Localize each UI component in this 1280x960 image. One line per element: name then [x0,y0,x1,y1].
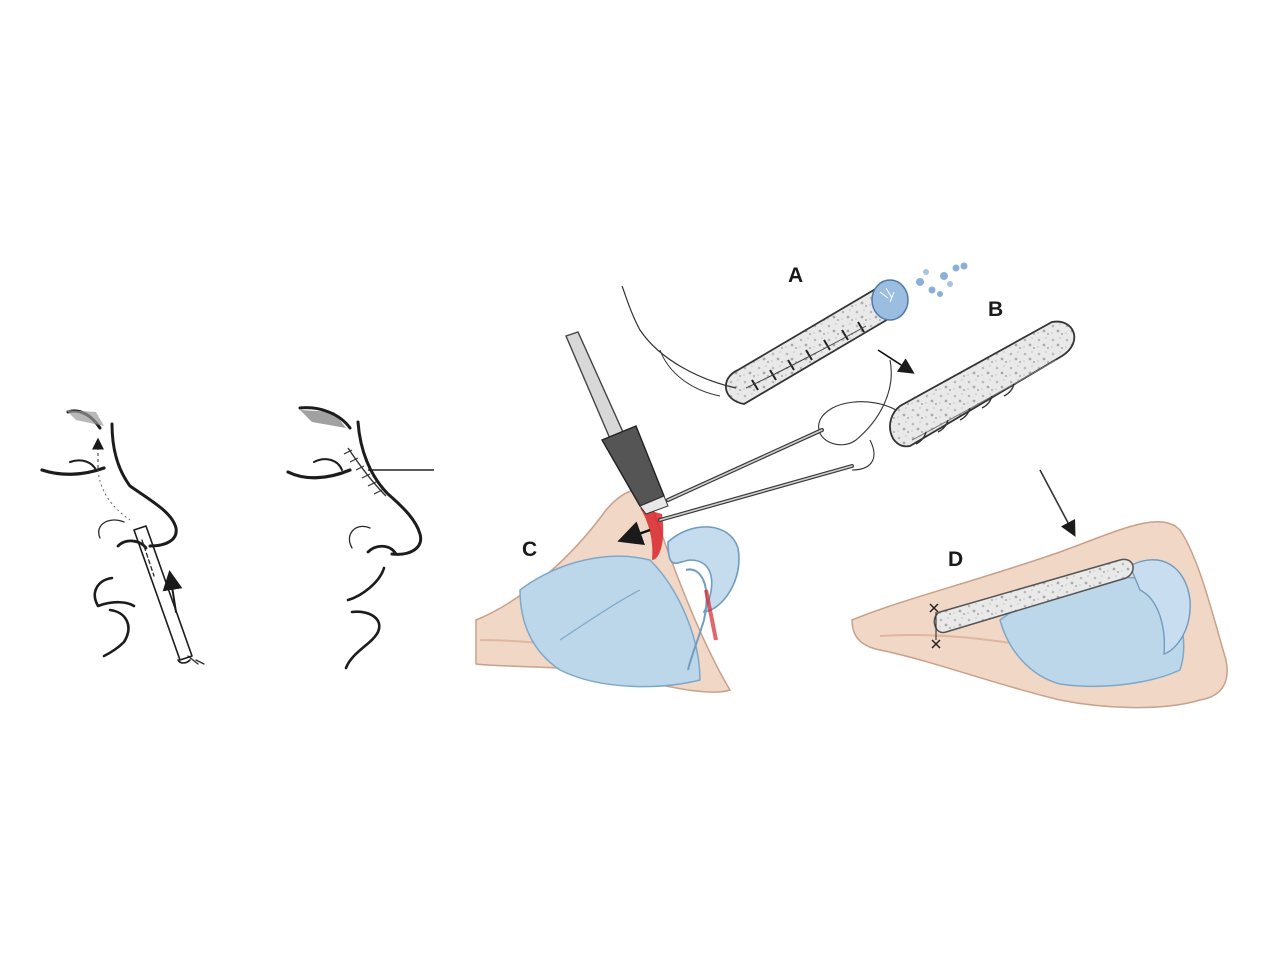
granules [916,262,968,297]
panel-label-b: B [988,298,1003,321]
graft-a-sutured-fascia [621,262,968,405]
panel-c-surgical-view [475,331,740,693]
graft-delivery-needles [658,428,854,522]
panel-d-final-result [851,521,1228,709]
panel-label-a: A [788,264,803,287]
arrow-to-panel-d [1039,469,1076,537]
graft-b-closed-fascia [818,320,1076,471]
panel-label-d: D [948,548,963,571]
panel-label-c: C [522,538,537,561]
profile-injection-sketch [40,409,205,665]
profile-incision-sketch [286,406,434,670]
